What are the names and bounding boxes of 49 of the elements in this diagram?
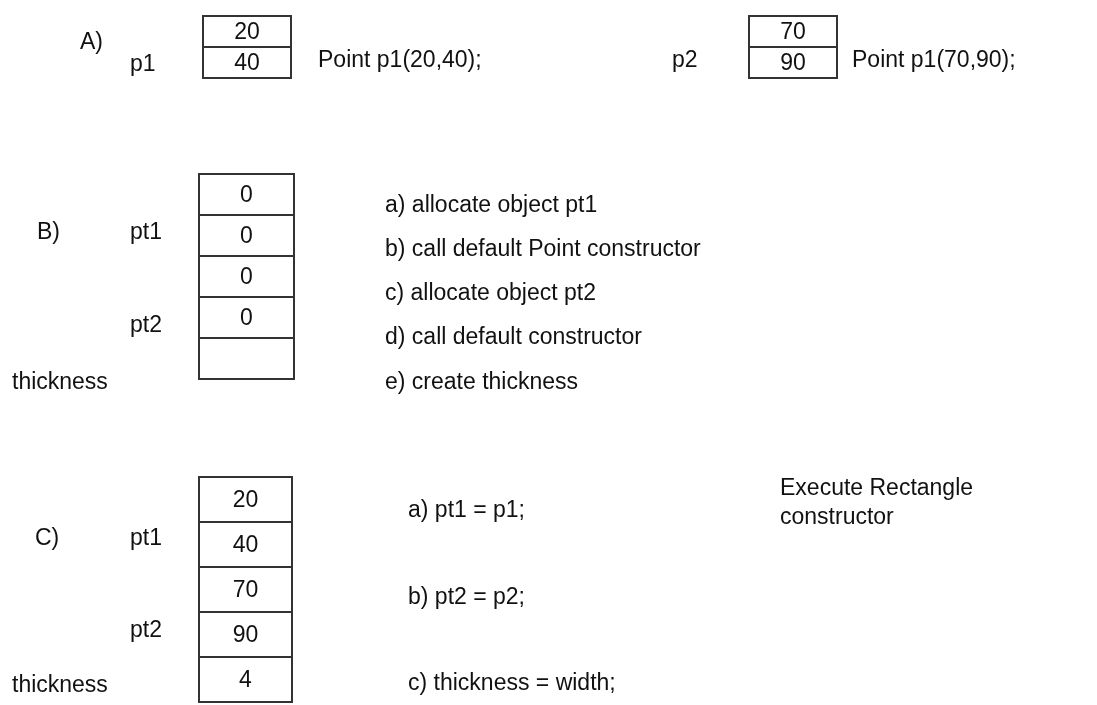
memory-cell xyxy=(198,656,293,703)
cell-value: 20 xyxy=(234,20,260,43)
cell-value: 70 xyxy=(780,20,806,43)
memory-cell xyxy=(198,566,293,613)
memory-cell xyxy=(748,15,838,48)
section-label: C) xyxy=(35,523,60,552)
note-text: Execute Rectangle constructor xyxy=(780,473,975,531)
variable-label: pt1 xyxy=(130,217,162,246)
cell-value: 4 xyxy=(239,668,252,691)
cell-value: 0 xyxy=(240,224,253,247)
memory-cell xyxy=(198,476,293,523)
section-label: A) xyxy=(80,27,103,56)
memory-cell xyxy=(198,296,295,339)
cell-value: 70 xyxy=(232,578,259,601)
variable-label: p2 xyxy=(672,45,698,74)
memory-cell xyxy=(202,15,292,48)
step-text: d) call default constructor xyxy=(385,322,642,351)
cell-value: 0 xyxy=(240,183,253,206)
step-text: a) pt1 = p1; xyxy=(408,495,525,524)
memory-cell xyxy=(198,337,295,380)
cell-value: 40 xyxy=(234,51,260,74)
section-label: B) xyxy=(37,217,60,246)
variable-label: pt1 xyxy=(130,523,162,552)
code-text: Point p1(70,90); xyxy=(852,45,1016,74)
cell-value: 90 xyxy=(232,623,259,646)
step-text: c) allocate object pt2 xyxy=(385,278,596,307)
memory-cell xyxy=(198,173,295,216)
memory-cell xyxy=(198,521,293,568)
memory-cell xyxy=(202,46,292,79)
cell-value: 90 xyxy=(780,51,806,74)
memory-cell xyxy=(748,46,838,79)
step-text: e) create thickness xyxy=(385,367,579,396)
cell-value: 0 xyxy=(240,306,253,329)
code-text: Point p1(20,40); xyxy=(318,45,482,74)
variable-label: thickness xyxy=(12,670,108,699)
step-text: c) thickness = width; xyxy=(408,668,616,697)
variable-label: pt2 xyxy=(130,615,162,644)
step-text: a) allocate object pt1 xyxy=(385,190,598,219)
cell-value: 40 xyxy=(232,533,259,556)
step-text: b) call default Point constructor xyxy=(385,234,701,263)
memory-cell xyxy=(198,611,293,658)
variable-label: thickness xyxy=(12,367,108,396)
cell-value: 20 xyxy=(232,488,259,511)
cell-value: 0 xyxy=(240,265,253,288)
step-text: b) pt2 = p2; xyxy=(408,582,525,611)
memory-cell xyxy=(198,255,295,298)
memory-cell xyxy=(198,214,295,257)
variable-label: p1 xyxy=(130,49,156,78)
variable-label: pt2 xyxy=(130,310,162,339)
